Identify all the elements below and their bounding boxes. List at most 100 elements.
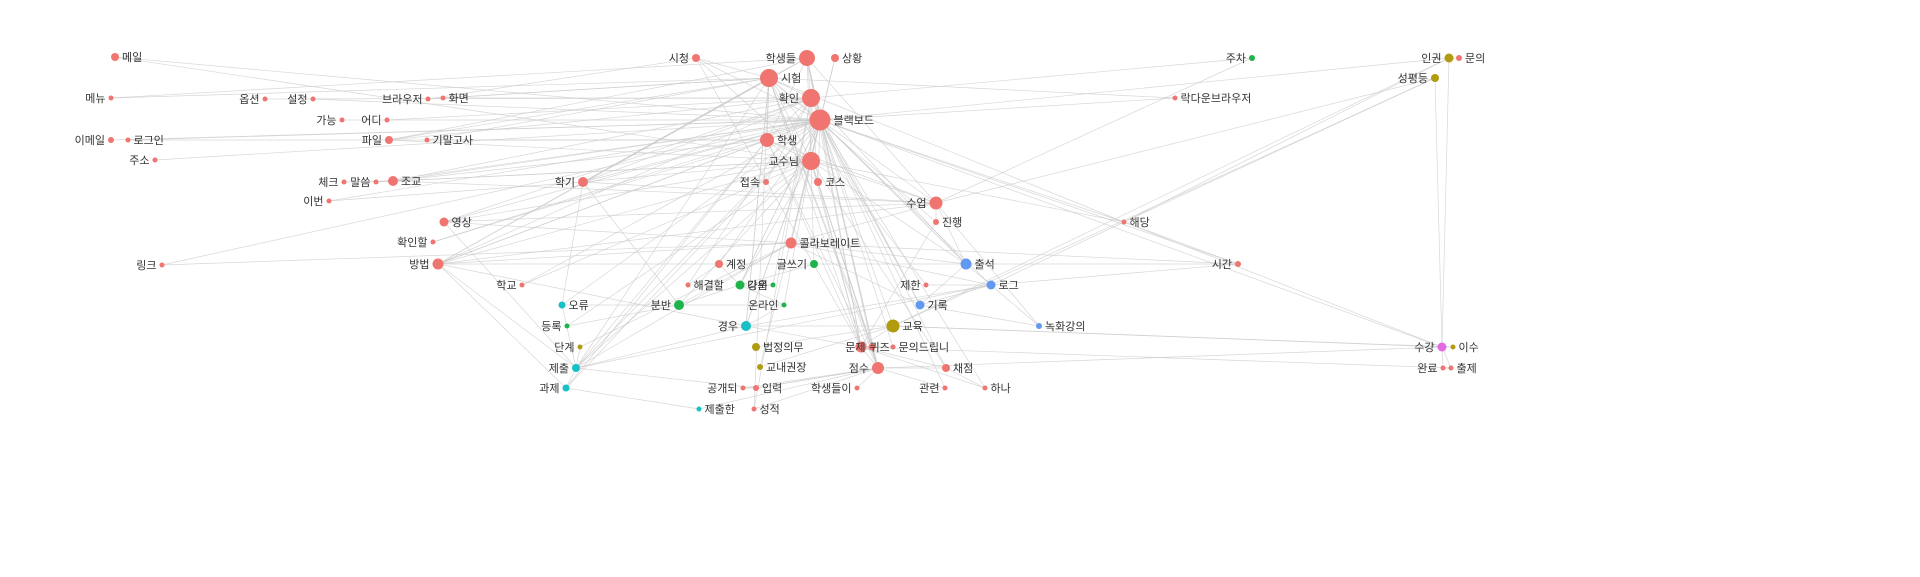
edge-line <box>810 160 937 204</box>
graph-node[interactable] <box>740 385 746 391</box>
graph-node[interactable] <box>886 319 900 333</box>
node-label: 성적 <box>760 403 780 416</box>
edge-line <box>819 119 947 369</box>
graph-node[interactable] <box>564 323 570 329</box>
graph-node[interactable] <box>1450 344 1456 350</box>
graph-node[interactable] <box>1235 261 1241 267</box>
edge-line <box>565 387 700 410</box>
graph-node[interactable] <box>125 137 131 143</box>
edge-line <box>110 77 770 99</box>
graph-node[interactable] <box>942 364 950 372</box>
graph-node[interactable] <box>108 95 114 101</box>
graph-node[interactable] <box>802 152 820 170</box>
graph-node[interactable] <box>986 280 996 290</box>
graph-node[interactable] <box>159 262 165 268</box>
graph-node[interactable] <box>341 179 347 185</box>
graph-node[interactable] <box>735 280 745 290</box>
graph-node[interactable] <box>577 344 583 350</box>
graph-node[interactable] <box>1437 342 1447 352</box>
graph-node[interactable] <box>572 364 580 372</box>
graph-node[interactable] <box>781 302 787 308</box>
graph-node[interactable] <box>384 117 390 123</box>
edge-line <box>343 180 394 183</box>
graph-node[interactable] <box>430 239 436 245</box>
graph-node[interactable] <box>855 341 867 353</box>
edge-line <box>678 242 792 306</box>
node-label: 화면 <box>449 92 469 105</box>
graph-node[interactable] <box>1444 53 1454 63</box>
graph-node[interactable] <box>578 177 588 187</box>
graph-node[interactable] <box>385 136 393 144</box>
graph-node[interactable] <box>960 258 972 270</box>
graph-node[interactable] <box>310 96 316 102</box>
graph-node[interactable] <box>440 95 446 101</box>
graph-node[interactable] <box>425 96 431 102</box>
graph-node[interactable] <box>558 301 566 309</box>
graph-node[interactable] <box>439 217 449 227</box>
graph-node[interactable] <box>1172 95 1178 101</box>
graph-node[interactable] <box>802 89 820 107</box>
graph-node[interactable] <box>326 198 332 204</box>
node-label: 수강 <box>1414 341 1434 354</box>
graph-node[interactable] <box>1456 55 1462 61</box>
graph-node[interactable] <box>1448 365 1454 371</box>
graph-node[interactable] <box>915 300 925 310</box>
graph-node[interactable] <box>339 117 345 123</box>
graph-node[interactable] <box>933 219 939 225</box>
graph-node[interactable] <box>519 282 525 288</box>
graph-node[interactable] <box>1249 55 1255 61</box>
graph-node[interactable] <box>757 364 763 370</box>
graph-node[interactable] <box>751 406 757 412</box>
graph-node[interactable] <box>424 137 430 143</box>
graph-node[interactable] <box>760 69 778 87</box>
graph-node[interactable] <box>831 54 839 62</box>
node-label: 법정의무 <box>763 341 803 354</box>
node-label: 시험 <box>781 72 801 85</box>
graph-node[interactable] <box>562 384 570 392</box>
node-label: 온라인 <box>748 299 778 312</box>
node-label: 제출한 <box>705 403 735 416</box>
graph-node[interactable] <box>111 53 119 61</box>
edge-line <box>766 139 937 204</box>
graph-node[interactable] <box>923 282 929 288</box>
graph-node[interactable] <box>809 109 831 131</box>
graph-node[interactable] <box>373 179 379 185</box>
graph-node[interactable] <box>1440 365 1446 371</box>
node-label: 문의 <box>1465 52 1485 65</box>
graph-node[interactable] <box>810 260 818 268</box>
graph-node[interactable] <box>108 137 114 143</box>
graph-node[interactable] <box>741 321 751 331</box>
graph-node[interactable] <box>715 260 723 268</box>
graph-node[interactable] <box>752 343 760 351</box>
graph-node[interactable] <box>814 178 822 186</box>
graph-node[interactable] <box>388 176 398 186</box>
node-label: 파일 <box>362 133 382 147</box>
graph-node[interactable] <box>262 96 268 102</box>
graph-node[interactable] <box>753 385 759 391</box>
graph-node[interactable] <box>696 406 702 412</box>
edge-line <box>790 160 812 244</box>
graph-node[interactable] <box>1121 219 1127 225</box>
edge-line <box>739 263 815 286</box>
graph-node[interactable] <box>854 385 860 391</box>
graph-node[interactable] <box>674 300 684 310</box>
graph-node[interactable] <box>868 343 876 351</box>
graph-node[interactable] <box>982 385 988 391</box>
edge-line <box>565 119 821 389</box>
graph-node[interactable] <box>890 344 896 350</box>
graph-node[interactable] <box>1036 323 1042 329</box>
node-label: 경우 <box>718 320 738 333</box>
graph-node[interactable] <box>152 157 158 163</box>
graph-node[interactable] <box>685 282 691 288</box>
graph-node[interactable] <box>692 54 700 62</box>
graph-node[interactable] <box>799 50 815 66</box>
graph-node[interactable] <box>763 179 769 185</box>
graph-node[interactable] <box>785 237 797 249</box>
graph-node[interactable] <box>929 196 943 210</box>
graph-node[interactable] <box>770 282 776 288</box>
graph-node[interactable] <box>942 385 948 391</box>
graph-node[interactable] <box>1431 74 1439 82</box>
graph-node[interactable] <box>432 258 444 270</box>
graph-node[interactable] <box>872 362 884 374</box>
graph-node[interactable] <box>760 133 774 147</box>
